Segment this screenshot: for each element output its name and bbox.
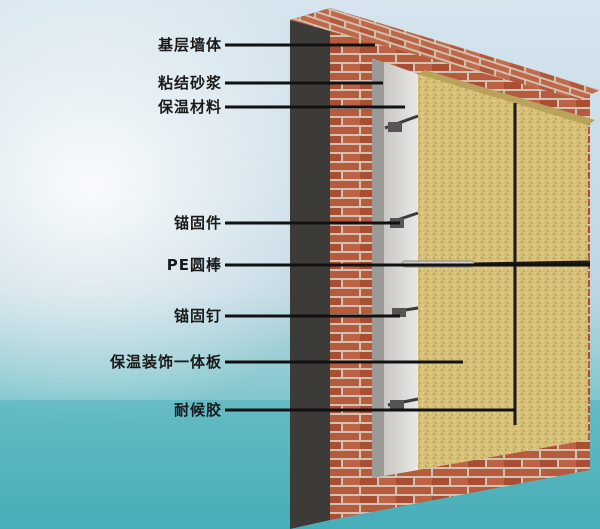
label-anchor-part: 锚固件	[173, 214, 222, 232]
insulation-layer	[384, 62, 418, 476]
wall-left-edge	[290, 8, 330, 529]
label-weather-resistant-sealant: 耐候胶	[173, 401, 222, 419]
label-pe-round-rod: PE圆棒	[166, 256, 222, 274]
leader-lines	[225, 43, 590, 412]
label-insulation-material: 保温材料	[157, 98, 222, 116]
wall-top-face	[290, 8, 600, 100]
label-insulation-decorative-panel: 保温装饰一体板	[109, 353, 222, 371]
label-anchor-nail: 锚固钉	[173, 307, 222, 325]
label-adhesive-mortar: 粘结砂浆	[157, 74, 222, 92]
panel-top-edge	[418, 70, 595, 125]
label-base-wall: 基层墙体	[157, 36, 222, 54]
decorative-panel	[418, 74, 588, 470]
